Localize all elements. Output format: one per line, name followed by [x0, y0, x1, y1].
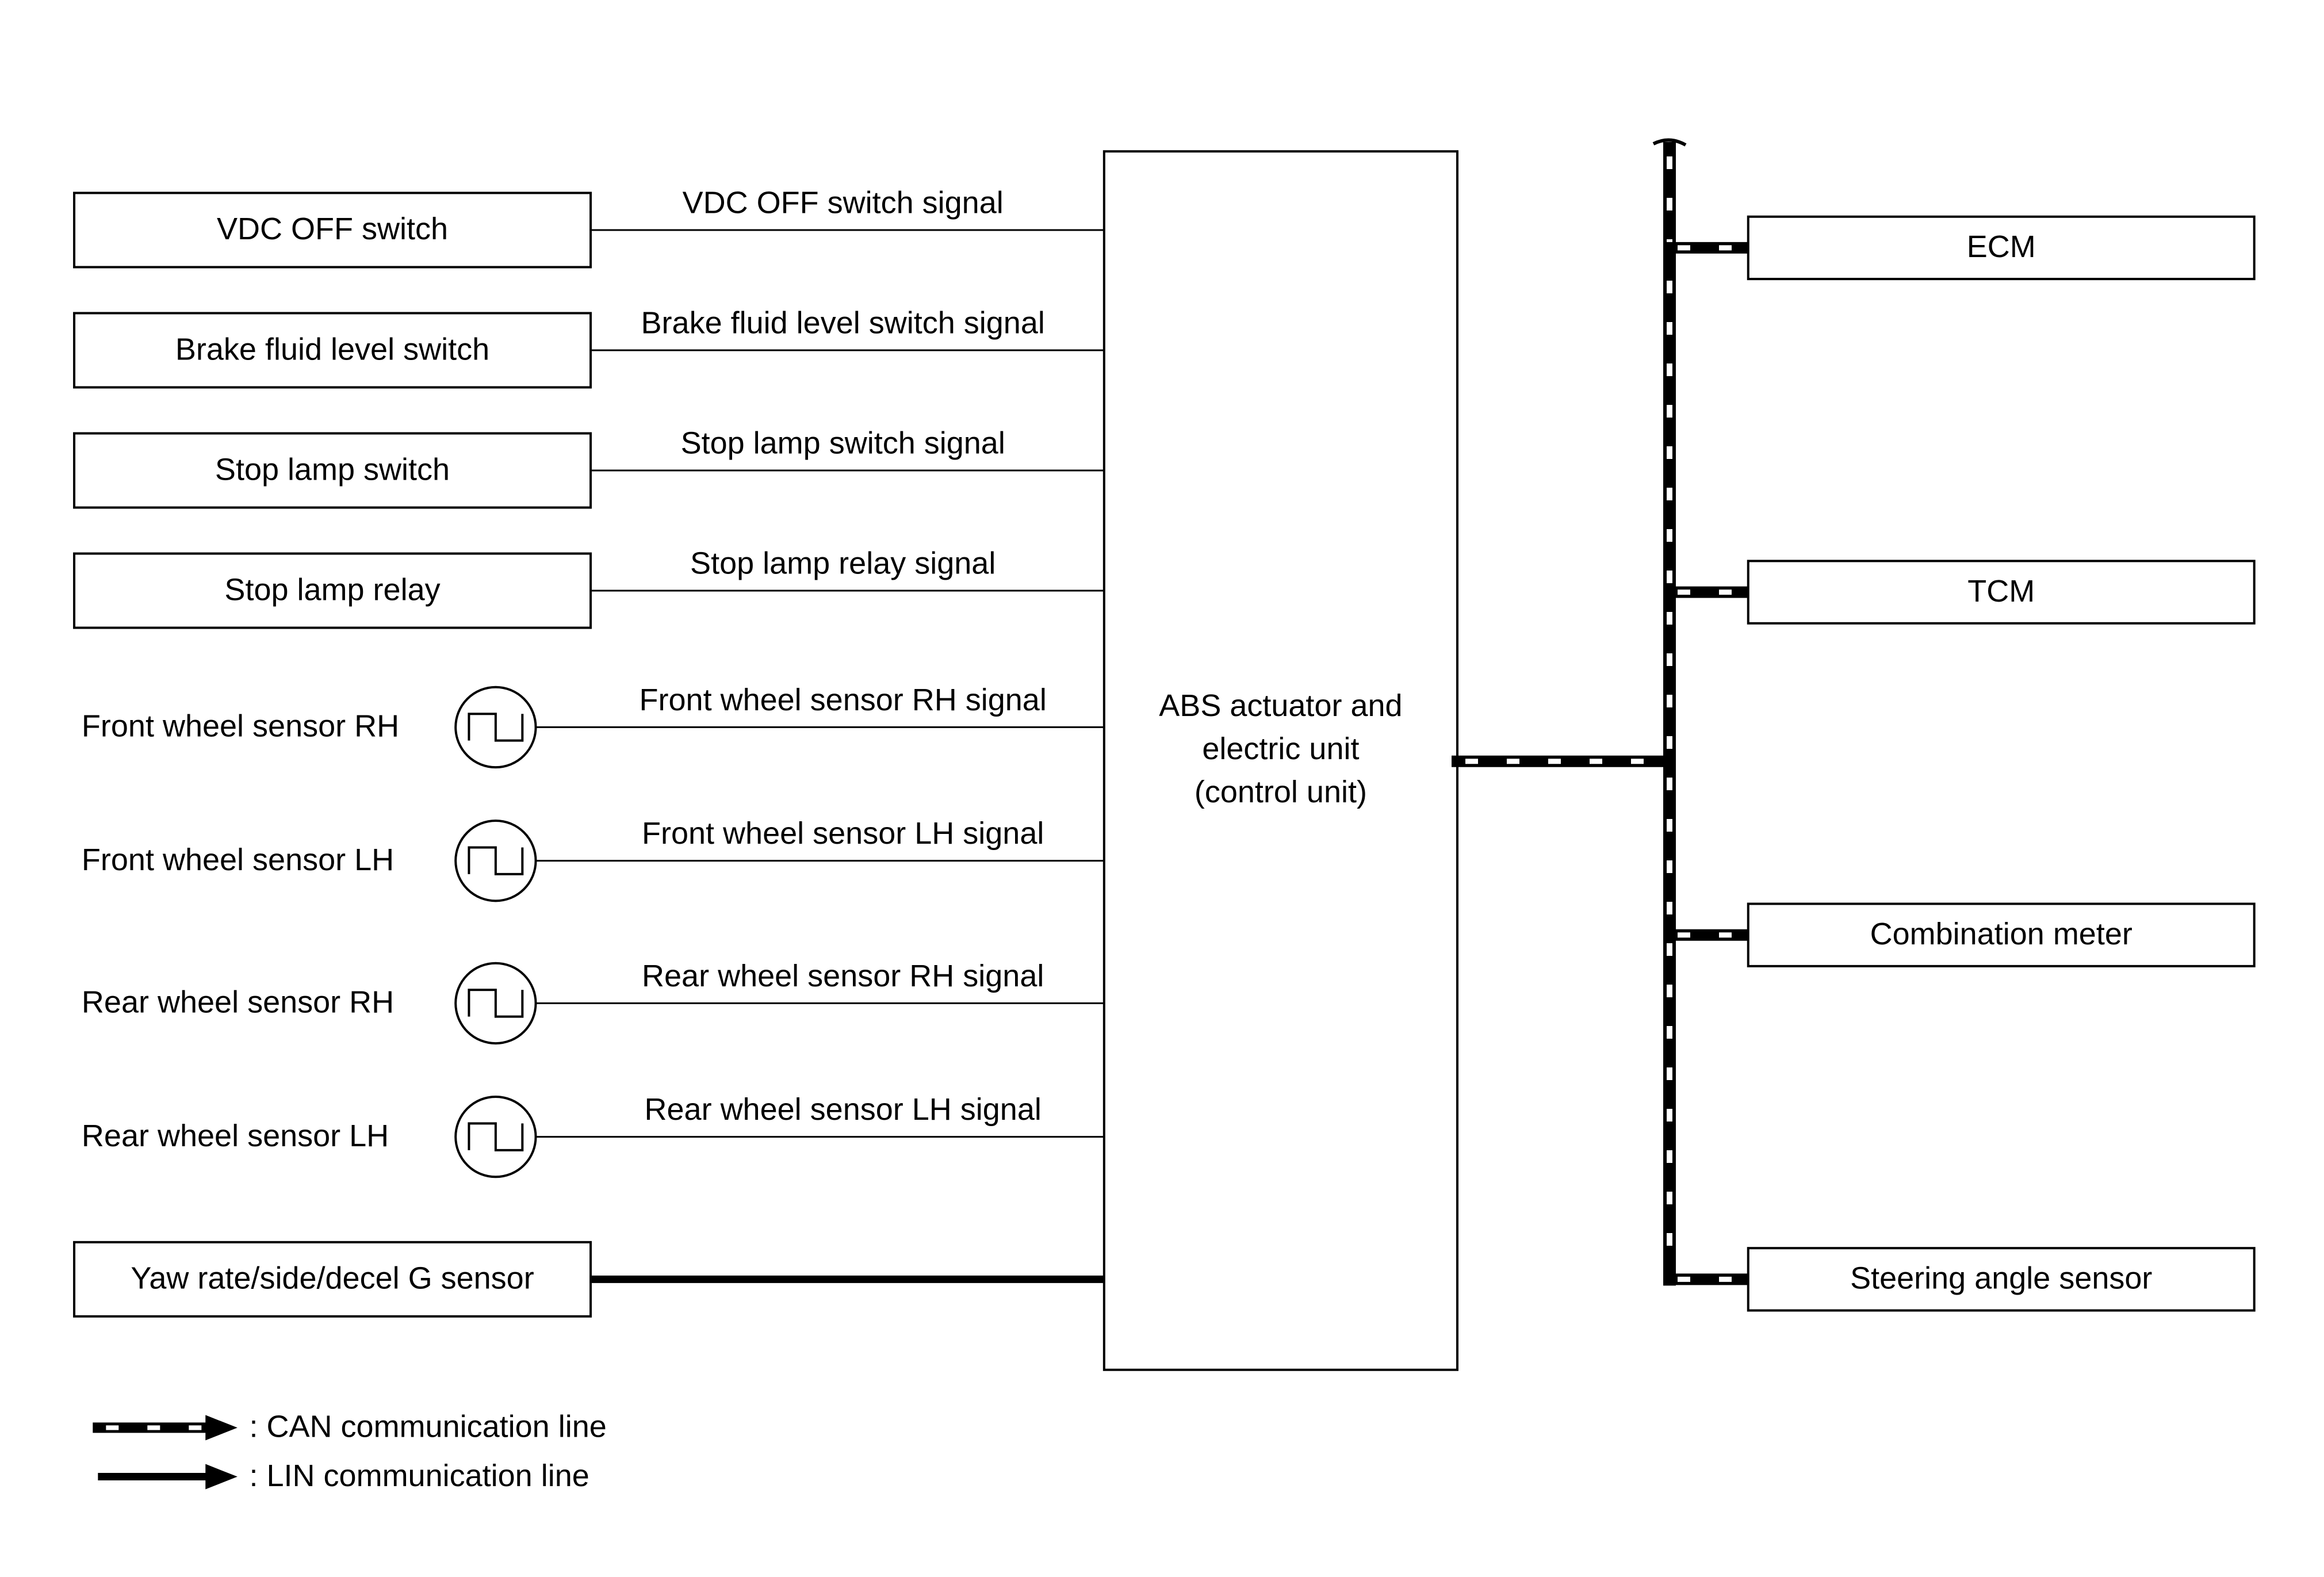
device-label: VDC OFF switch: [217, 212, 448, 246]
wheel-sensor-icon: [454, 1095, 537, 1178]
legend: : CAN communication line : LIN communicat…: [93, 1410, 607, 1493]
device-box: [73, 192, 592, 269]
can-node: TCM: [1747, 560, 2256, 625]
control-unit-label: (control unit): [1194, 775, 1367, 809]
can-node-box: [1747, 1247, 2256, 1312]
wheel-sensor-icon: [454, 686, 537, 769]
device-box: [73, 312, 592, 389]
input-wheel-sensor: Rear wheel sensor LH: [82, 1095, 537, 1178]
can-node: Steering angle sensor: [1747, 1247, 2256, 1312]
input-switch: VDC OFF switch: [73, 192, 592, 269]
input-wheel-sensor: Front wheel sensor RH: [82, 686, 537, 769]
signal-label: Stop lamp relay signal: [690, 546, 996, 580]
can-node-label: Steering angle sensor: [1850, 1261, 2152, 1296]
can-bus: [1452, 138, 1754, 1286]
wheel-sensor-icon: [454, 819, 537, 902]
can-node-box: [1747, 215, 2256, 281]
device-box: [73, 432, 592, 509]
can-node-box: [1747, 560, 2256, 625]
signal-label: Front wheel sensor LH signal: [642, 816, 1044, 851]
wheel-sensor-icon: [454, 962, 537, 1045]
device-box: [73, 1241, 592, 1318]
control-unit-label: electric unit: [1202, 732, 1359, 766]
signal-label: Rear wheel sensor LH signal: [645, 1092, 1042, 1127]
signal-label: Rear wheel sensor RH signal: [642, 959, 1044, 993]
can-node-box: [1747, 902, 2256, 967]
device-label: Yaw rate/side/decel G sensor: [131, 1261, 534, 1296]
control-unit-label: ABS actuator and: [1159, 688, 1402, 723]
can-node-label: Combination meter: [1870, 917, 2132, 951]
sensor-label: Front wheel sensor LH: [82, 843, 394, 877]
device-box: [73, 552, 592, 629]
signal-label: Front wheel sensor RH signal: [640, 683, 1047, 717]
sensor-label: Rear wheel sensor LH: [82, 1119, 389, 1153]
input-wheel-sensor: Rear wheel sensor RH: [82, 962, 537, 1045]
legend-label: : CAN communication line: [250, 1410, 607, 1444]
can-line-icon: [93, 1415, 238, 1441]
input-switch: Brake fluid level switch: [73, 312, 592, 389]
arrow-icon: [205, 1464, 238, 1490]
sensor-label: Rear wheel sensor RH: [82, 985, 394, 1020]
signal-label: Brake fluid level switch signal: [641, 305, 1045, 340]
device-label: Stop lamp switch: [215, 452, 450, 487]
can-node: ECM: [1747, 215, 2256, 281]
signal-label: Stop lamp switch signal: [681, 426, 1005, 460]
device-label: Stop lamp relay: [224, 572, 440, 607]
bus-continuation-mark: [1652, 138, 1687, 147]
input-lin-device: Yaw rate/side/decel G sensor: [73, 1241, 592, 1318]
control-unit: ABS actuator and electric unit (control un…: [1102, 150, 1459, 1371]
control-unit-box: [1102, 150, 1459, 1371]
input-switch: Stop lamp relay: [73, 552, 592, 629]
arrow-icon: [205, 1415, 238, 1441]
can-node: Combination meter: [1747, 902, 2256, 967]
input-wheel-sensor: Front wheel sensor LH: [82, 819, 537, 902]
can-node-label: TCM: [1967, 574, 2035, 608]
input-switch: Stop lamp switch: [73, 432, 592, 509]
sensor-label: Front wheel sensor RH: [82, 709, 399, 744]
device-label: Brake fluid level switch: [175, 332, 489, 366]
lin-line-icon: [98, 1464, 238, 1490]
can-node-label: ECM: [1967, 229, 2036, 264]
legend-label: : LIN communication line: [250, 1459, 589, 1493]
signal-label: VDC OFF switch signal: [683, 185, 1004, 220]
